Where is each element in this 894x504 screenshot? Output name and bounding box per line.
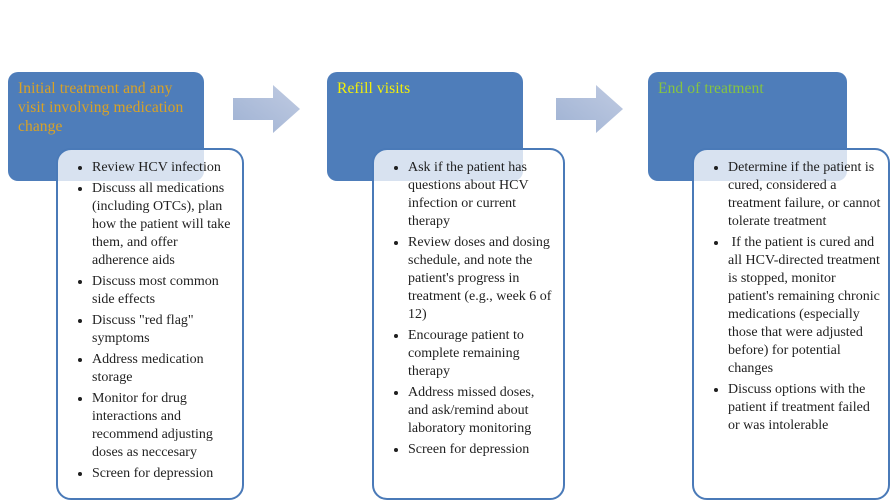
list-item: Review doses and dosing schedule, and no… — [408, 234, 558, 324]
stage-header-label: End of treatment — [658, 80, 764, 97]
list-item: Address missed doses, and ask/remind abo… — [408, 384, 558, 438]
stage-header-label: Initial treatment and any visit involvin… — [18, 80, 184, 135]
list-item: Discuss options with the patient if trea… — [728, 381, 883, 435]
bullet-list: Ask if the patient has questions about H… — [384, 159, 558, 459]
list-item: Determine if the patient is cured, consi… — [728, 159, 883, 231]
bullet-list: Determine if the patient is cured, consi… — [704, 159, 883, 435]
bullet-list: Review HCV infection Discuss all medicat… — [68, 159, 237, 483]
list-item: Screen for depression — [408, 441, 558, 459]
stage-details-end-of-treatment: Determine if the patient is cured, consi… — [692, 148, 890, 500]
list-item: Screen for depression — [92, 465, 237, 483]
list-item: Monitor for drug interactions and recomm… — [92, 390, 237, 462]
list-item: Discuss "red flag" symptoms — [92, 312, 237, 348]
list-item: Discuss most common side effects — [92, 273, 237, 309]
list-item: If the patient is cured and all HCV-dire… — [728, 234, 883, 378]
list-item: Review HCV infection — [92, 159, 237, 177]
stage-details-initial-treatment: Review HCV infection Discuss all medicat… — [56, 148, 244, 500]
right-arrow-icon — [556, 85, 623, 133]
stage-details-refill-visits: Ask if the patient has questions about H… — [372, 148, 565, 500]
stage-header-label: Refill visits — [337, 80, 411, 97]
list-item: Address medication storage — [92, 351, 237, 387]
list-item: Encourage patient to complete remaining … — [408, 327, 558, 381]
list-item: Ask if the patient has questions about H… — [408, 159, 558, 231]
list-item: Discuss all medications (including OTCs)… — [92, 180, 237, 270]
right-arrow-icon — [233, 85, 300, 133]
